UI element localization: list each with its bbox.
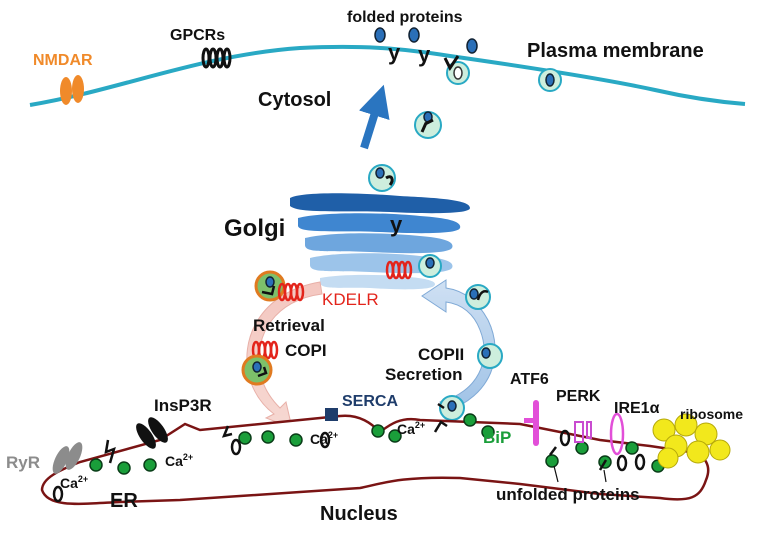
secretion-label: Secretion (385, 365, 462, 384)
copii-vesicle-mid (477, 343, 503, 369)
plasma-membrane (29, 44, 746, 107)
atf6-label: ATF6 (510, 371, 549, 388)
golgi-vesicle-right (418, 254, 442, 278)
ribosome-label: ribosome (680, 406, 743, 422)
bip-label: BiP (483, 428, 511, 447)
unfolded-pointer-lines (553, 465, 607, 483)
gpcrs-label: GPCRs (170, 27, 225, 44)
copii-label: COPII (418, 345, 464, 364)
copi-vesicle-lower (241, 354, 273, 386)
bip-chaperones (89, 413, 665, 475)
kdelr-coil-upper (277, 282, 305, 302)
golgi-apparatus (290, 193, 470, 290)
calcium-label-4: Ca2+ (397, 420, 425, 437)
transport-vesicle-upper (414, 111, 442, 139)
er-membrane (40, 414, 710, 506)
atf6-sensor (524, 400, 539, 446)
perk-sensor (574, 421, 592, 443)
protein-chain-marks (104, 420, 608, 471)
kdelr-coil-icon (385, 260, 413, 280)
plasma-membrane-label: Plasma membrane (527, 40, 704, 62)
perk-label: PERK (556, 388, 601, 405)
gpcr-coil-icon (201, 47, 232, 69)
copii-vesicle-lower (437, 395, 465, 421)
serca-label: SERCA (342, 393, 398, 410)
folded-protein-vesicles (374, 27, 562, 92)
unfolded-protein-ovals (52, 429, 646, 503)
kdelr-label: KDELR (322, 290, 379, 309)
y-symbol-1: y (388, 40, 401, 65)
nucleus-label: Nucleus (320, 503, 398, 525)
ire1-sensor (609, 412, 625, 456)
serca-pump (325, 408, 338, 421)
calcium-label-2: Ca2+ (165, 452, 193, 469)
unfolded-proteins-label: unfolded proteins (496, 485, 640, 504)
insp3r-channel (136, 417, 168, 449)
ire1-label: IRE1α (614, 400, 660, 417)
retrieval-label: Retrieval (253, 316, 325, 335)
cytosol-label: Cytosol (258, 89, 331, 111)
golgi-label: Golgi (224, 215, 285, 242)
insp3r-label: InsP3R (154, 396, 212, 415)
ryr-channel (52, 442, 83, 474)
transport-vesicle-mid (368, 164, 396, 192)
ryr-label: RyR (6, 453, 40, 472)
nmdar-receptor (60, 75, 84, 105)
upward-transport-arrow (358, 84, 390, 150)
copii-vesicle-upper (465, 284, 491, 310)
y-symbol-2: y (418, 42, 431, 67)
folded-proteins-label: folded proteins (347, 9, 463, 26)
y-symbol-golgi: y (390, 212, 403, 237)
ribosome-cluster (652, 413, 731, 469)
er-label: ER (110, 490, 138, 512)
copi-vesicle-upper (254, 270, 286, 302)
calcium-label-3: Ca2+ (310, 430, 338, 447)
calcium-label-1: Ca2+ (60, 474, 88, 491)
nmdar-label: NMDAR (33, 52, 93, 69)
copi-label: COPI (285, 341, 327, 360)
